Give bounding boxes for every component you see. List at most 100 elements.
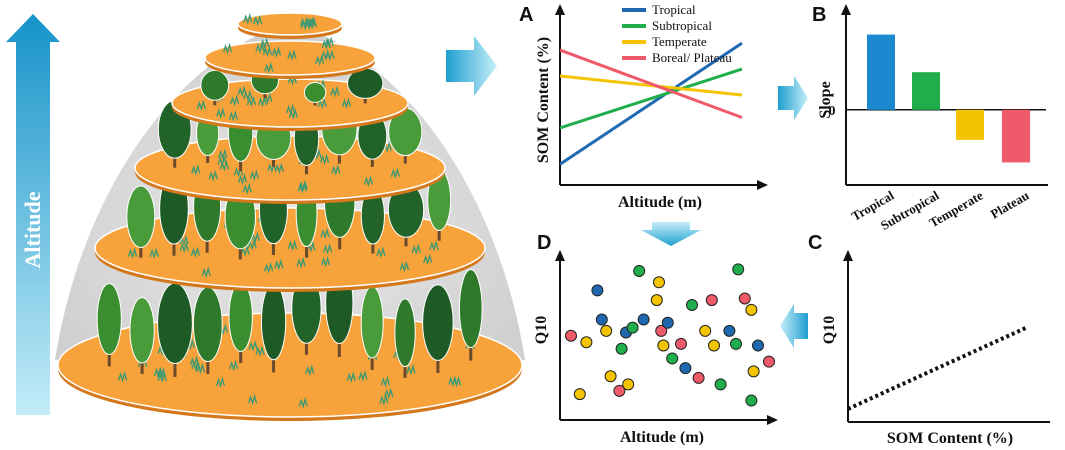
- grass-tuft: [248, 339, 258, 352]
- grass-tuft: [296, 256, 306, 269]
- legend-label: Subtropical: [652, 18, 712, 33]
- grass-tuft: [196, 99, 207, 112]
- grass-tuft: [287, 49, 297, 62]
- panel-letter-d: D: [537, 232, 551, 254]
- grass-tuft: [222, 42, 233, 55]
- panel-d-point: [752, 339, 764, 352]
- panel-d-point: [600, 324, 613, 337]
- panel-d-y-label: Q10: [533, 316, 550, 344]
- grass-tuft: [379, 393, 389, 406]
- panel-d-point: [747, 365, 760, 378]
- tree-crown: [303, 82, 327, 103]
- panel-a-x-arrowhead: [757, 180, 768, 190]
- tier-disc: [237, 12, 343, 36]
- flow-arrows: [446, 36, 808, 348]
- panel-d-point: [692, 371, 705, 384]
- panel-d-point: [686, 298, 698, 311]
- mountain-tier: [237, 12, 343, 39]
- panel-letter-a: A: [519, 4, 533, 26]
- tree-crown: [422, 284, 454, 361]
- panel-letter-b: B: [812, 4, 826, 26]
- panel-d-y-arrowhead: [555, 250, 565, 261]
- grass-tuft: [298, 396, 308, 409]
- panel-a-y-arrowhead: [555, 4, 565, 15]
- grass-tuft: [191, 359, 201, 372]
- grass-tuft: [237, 173, 248, 185]
- panel-d-point: [679, 362, 692, 375]
- panel-d-point: [622, 378, 635, 391]
- altitude-arrow-shape: [6, 14, 60, 415]
- grass-tuft: [411, 243, 421, 256]
- panel-a-series-line: [559, 74, 743, 97]
- grass-tuft: [237, 85, 247, 98]
- grass-tuft: [149, 247, 159, 260]
- grass-tuft: [215, 376, 226, 389]
- panel-c-y-arrowhead: [843, 250, 853, 261]
- tree-crown: [126, 185, 156, 248]
- panel-d-point: [626, 321, 639, 334]
- panel-a-series-line: [559, 48, 743, 119]
- grass-tuft: [406, 363, 416, 376]
- grass-tuft: [429, 240, 439, 252]
- grass-tuft: [247, 393, 258, 406]
- arrow-to-panel-d-from-c: [780, 304, 808, 348]
- arrow-to-panel-b: [778, 76, 808, 120]
- grass-tuft: [399, 260, 410, 273]
- grass-tuft: [320, 227, 330, 240]
- panel-c-x-label: SOM Content (%): [887, 430, 1013, 447]
- grass-tuft: [320, 49, 331, 61]
- grass-tuft: [191, 163, 201, 176]
- tree-crown: [157, 282, 193, 365]
- panel-a-series-line: [559, 41, 743, 166]
- panel-d-point: [655, 324, 668, 337]
- panel-letter-c: C: [808, 232, 822, 254]
- panel-d-point: [763, 355, 775, 368]
- panel-d-point: [650, 294, 663, 307]
- panel-b-bar: [956, 109, 984, 140]
- grass-tuft: [243, 12, 253, 25]
- panel-d-point: [738, 292, 751, 305]
- grass-tuft: [321, 38, 331, 51]
- grass-tuft: [242, 182, 252, 195]
- panel-b-bar: [867, 34, 895, 110]
- panel-b-y-label: Slope: [817, 81, 834, 118]
- grass-tuft: [384, 387, 394, 400]
- grass-tuft: [346, 371, 356, 384]
- grass-tuft: [246, 95, 257, 108]
- grass-tuft: [250, 231, 261, 244]
- tree-crown: [96, 283, 122, 356]
- grass-tuft: [117, 370, 128, 383]
- panel-d-x-arrowhead: [767, 415, 778, 425]
- grass-tuft: [307, 17, 317, 30]
- grass-tuft: [216, 107, 226, 119]
- grass-tuft: [195, 362, 206, 375]
- arrow-to-panel-a: [446, 36, 497, 96]
- grass-tuft: [451, 375, 462, 388]
- grass-tuft: [243, 89, 253, 102]
- panel-d-point: [657, 339, 670, 352]
- panel-b-zero-label: 0: [829, 104, 836, 119]
- grass-tuft: [179, 241, 189, 254]
- mountain-tier: [204, 36, 376, 79]
- mountain-tier: [171, 66, 409, 131]
- grass-tuft: [179, 234, 189, 247]
- panel-d-point: [699, 324, 712, 337]
- mountain-tier: [94, 165, 486, 292]
- grass-tuft: [249, 169, 260, 182]
- grass-tuft: [380, 375, 391, 388]
- grass-tuft: [358, 369, 368, 382]
- panel-c-y-label: Q10: [821, 316, 838, 344]
- arrow-to-panel-d: [641, 222, 701, 246]
- tree-crown: [458, 269, 483, 349]
- panel-d-point: [613, 384, 626, 397]
- altitude-label: Altitude: [20, 191, 45, 268]
- panel-d-point: [637, 313, 650, 326]
- panel-d-point: [745, 303, 758, 316]
- grass-tuft: [253, 14, 263, 27]
- grass-tuft: [156, 367, 167, 380]
- tree-crown: [129, 297, 155, 364]
